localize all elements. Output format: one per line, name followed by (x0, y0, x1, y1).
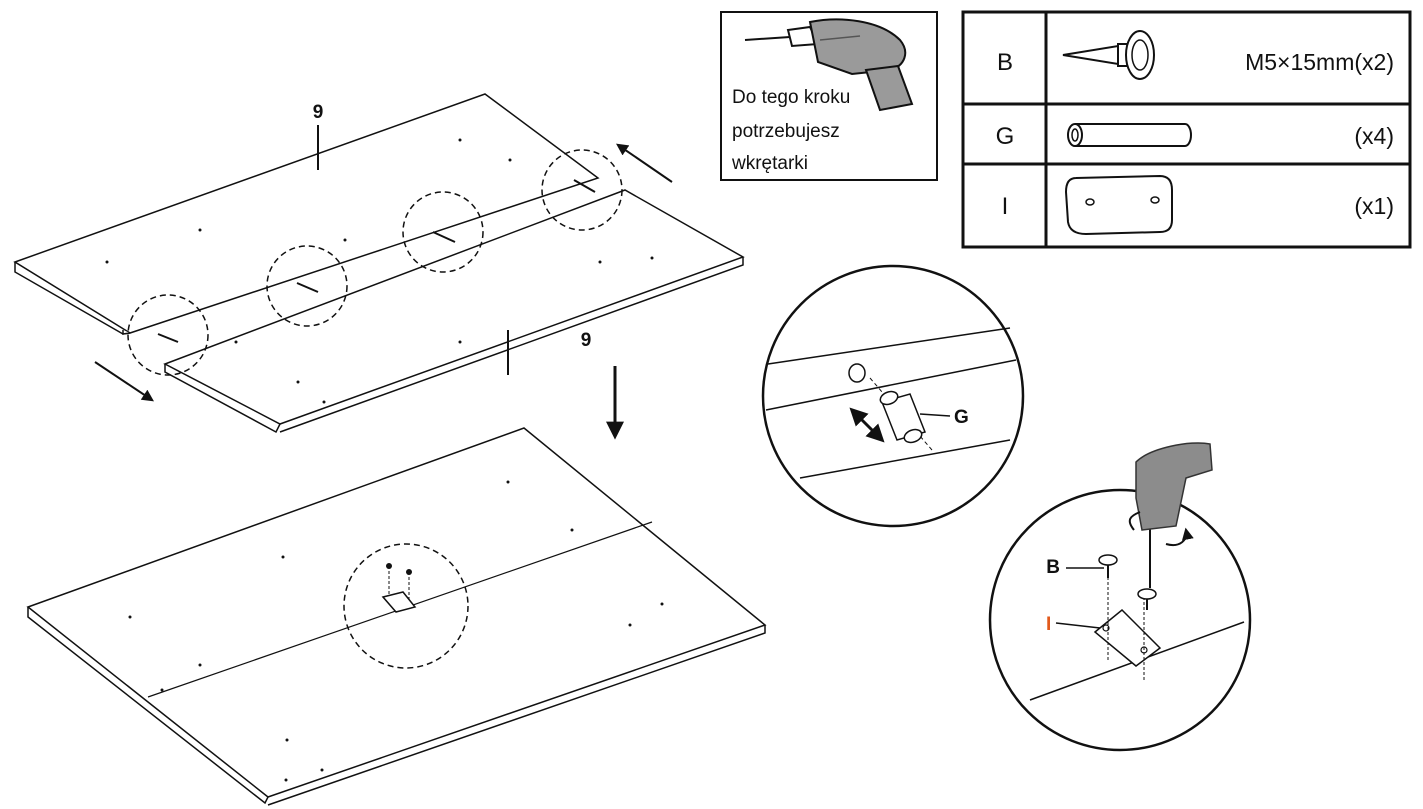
motion-arrows (94, 143, 673, 440)
tool-box: Do tego kroku potrzebujesz wkrętarki (720, 11, 938, 181)
arrow-slide-icon (616, 143, 673, 183)
part-spec: (x1) (1354, 193, 1394, 219)
arrow-slide-icon (94, 361, 154, 402)
panel-number: 9 (313, 102, 324, 123)
part-letter: G (996, 123, 1015, 150)
screw-icon (1062, 30, 1155, 80)
joint-circle (402, 191, 484, 273)
connector-plate-icon (1064, 174, 1173, 236)
panel-number: 9 (581, 330, 592, 351)
panel-holes (105, 138, 654, 404)
joint-circle (266, 245, 348, 327)
tool-line-1: Do tego kroku (732, 87, 850, 108)
callout-label-i: I (1046, 614, 1051, 635)
part-spec: M5×15mm(x2) (1245, 49, 1394, 75)
callout-label-b: B (1046, 557, 1060, 578)
top-panel-label: 9 (313, 102, 324, 170)
joint-circle (127, 294, 209, 376)
dowel-icon (1067, 123, 1192, 147)
parts-row-b: B M5×15mm(x2) (997, 30, 1394, 80)
parts-table: B M5×15mm(x2) G (x4) I (961, 10, 1412, 249)
back-panel (13, 93, 600, 335)
joined-tabletop (26, 427, 767, 806)
joint-circle (541, 149, 623, 231)
parts-row-g: G (x4) (996, 123, 1394, 150)
screw-icon (1137, 588, 1157, 610)
tabletop-holes (128, 480, 664, 782)
front-panel (163, 189, 745, 434)
tabletop-plate-detail (343, 543, 469, 669)
tool-line-3: wkrętarki (731, 153, 808, 174)
part-letter: B (997, 49, 1013, 76)
tool-line-2: potrzebujesz (732, 121, 840, 142)
screw-icon (1098, 554, 1118, 578)
dowel-callout: G (761, 264, 1025, 528)
panels-exploded (13, 93, 745, 434)
dowel-icon (879, 390, 927, 444)
insert-arrow-icon (849, 407, 885, 443)
drill-icon (1128, 442, 1213, 588)
callout-label-g: G (954, 407, 969, 428)
screwdriver-drill-icon (744, 18, 914, 112)
screw-callout: B I (988, 442, 1252, 752)
part-spec: (x4) (1354, 123, 1394, 149)
bottom-panel-label: 9 (507, 330, 592, 375)
parts-row-i: I (x1) (1002, 174, 1394, 236)
dowel-joints (127, 149, 623, 376)
part-letter: I (1002, 193, 1009, 220)
